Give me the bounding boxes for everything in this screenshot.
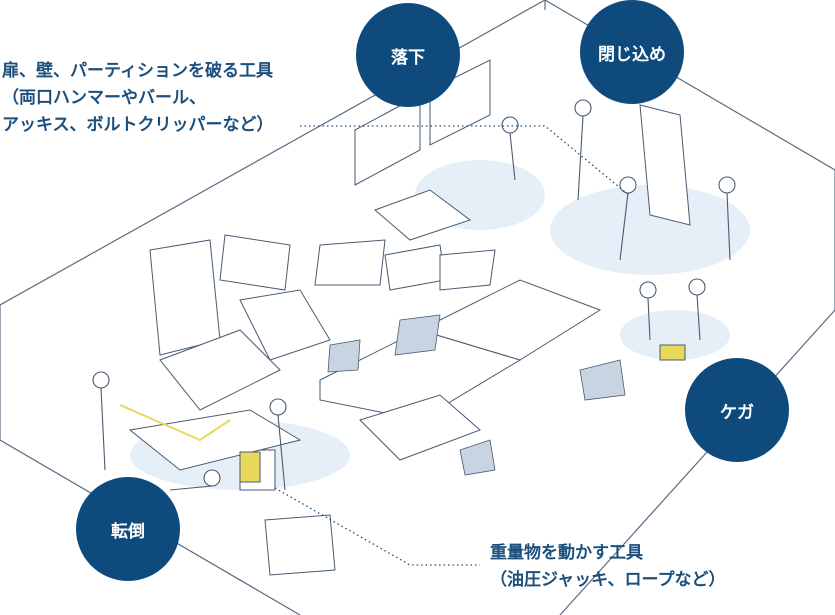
debris-and-furniture [128,59,691,576]
breaking-tools-line2: （両口ハンマーやバール、 [2,88,206,108]
hydraulic-jack-icon [239,451,261,483]
heavy-tools-line2: （油圧ジャッキ、ロープなど） [490,570,726,590]
hazard-falling-badge: 落下 [356,3,460,107]
heavy-tools-line1: 重量物を動かす工具 [490,543,643,563]
hazard-fall-over-badge: 転倒 [76,477,180,581]
rope [119,404,231,442]
breaking-tools-line3: アッキス、ボルトクリッパーなど） [2,115,274,135]
hazard-injury-badge: ケガ [685,358,789,462]
floor-highlights [130,160,750,490]
breaking-tools-callout: 扉、壁、パーティションを破る工具 （両口ハンマーやバール、 アッキス、ボルトクリ… [2,58,274,139]
heavy-tools-callout: 重量物を動かす工具 （油圧ジャッキ、ロープなど） [490,540,725,594]
people [92,99,736,491]
breaking-tools-line1: 扉、壁、パーティションを破る工具 [2,61,273,81]
leader-lines [274,125,631,566]
hazard-trapped-badge: 閉じ込め [580,0,684,104]
chairs [327,314,626,476]
first-aid-kit-icon [659,344,686,361]
